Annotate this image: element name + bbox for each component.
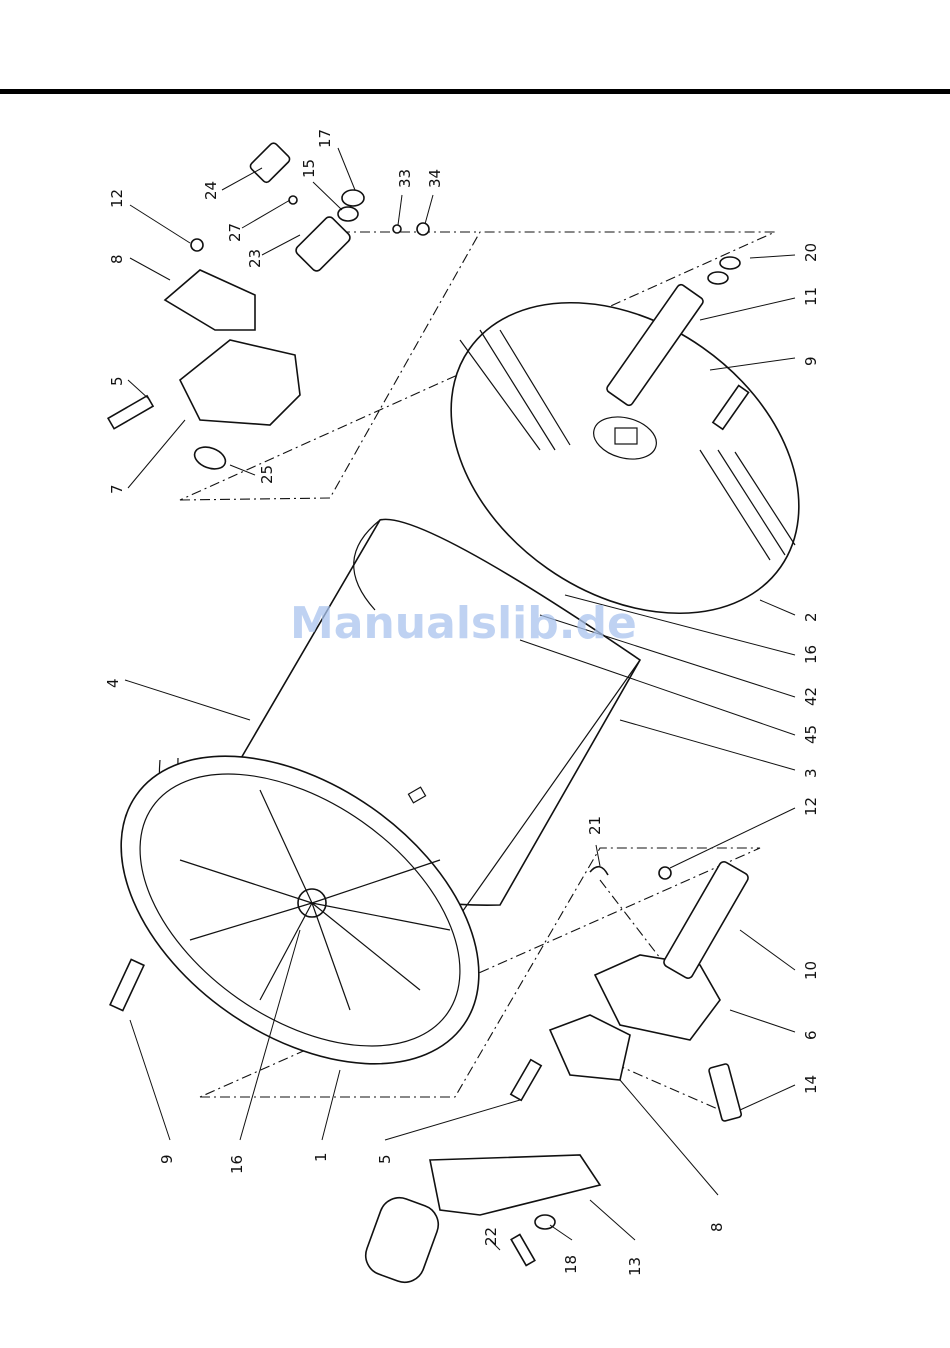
callout-8-top: 8 — [108, 254, 126, 264]
lower-hub-assembly — [550, 860, 750, 1122]
callout-18: 18 — [562, 1255, 580, 1274]
callout-42: 42 — [802, 687, 820, 706]
callout-13: 13 — [626, 1257, 644, 1276]
callout-4: 4 — [104, 678, 122, 688]
callout-22: 22 — [482, 1227, 500, 1246]
callout-5-top: 5 — [108, 376, 126, 386]
callout-3: 3 — [802, 768, 820, 778]
callout-23: 23 — [246, 249, 264, 268]
callout-7: 7 — [108, 484, 126, 494]
callout-15: 15 — [300, 159, 318, 178]
callout-9-left: 9 — [158, 1154, 176, 1164]
callout-16-left: 16 — [228, 1155, 246, 1174]
callout-2: 2 — [802, 612, 820, 622]
callout-21: 21 — [586, 816, 604, 835]
callout-10: 10 — [802, 961, 820, 980]
callout-27: 27 — [226, 223, 244, 242]
callout-12-lower: 12 — [802, 797, 820, 816]
callout-20: 20 — [802, 243, 820, 262]
callout-11: 11 — [802, 287, 820, 306]
callout-17: 17 — [316, 129, 334, 148]
callout-14: 14 — [802, 1075, 820, 1094]
callout-33: 33 — [396, 169, 414, 188]
callout-8-lower: 8 — [708, 1222, 726, 1232]
callout-12-top: 12 — [108, 189, 126, 208]
callout-25: 25 — [258, 465, 276, 484]
callout-24: 24 — [202, 181, 220, 200]
callout-9-right: 9 — [802, 356, 820, 366]
callout-34: 34 — [426, 169, 444, 188]
callout-5-lower: 5 — [376, 1154, 394, 1164]
callout-1: 1 — [312, 1152, 330, 1162]
callout-6: 6 — [802, 1030, 820, 1040]
watermark: Manualslib.de — [290, 598, 637, 649]
callout-45: 45 — [802, 725, 820, 744]
callout-16-right: 16 — [802, 645, 820, 664]
